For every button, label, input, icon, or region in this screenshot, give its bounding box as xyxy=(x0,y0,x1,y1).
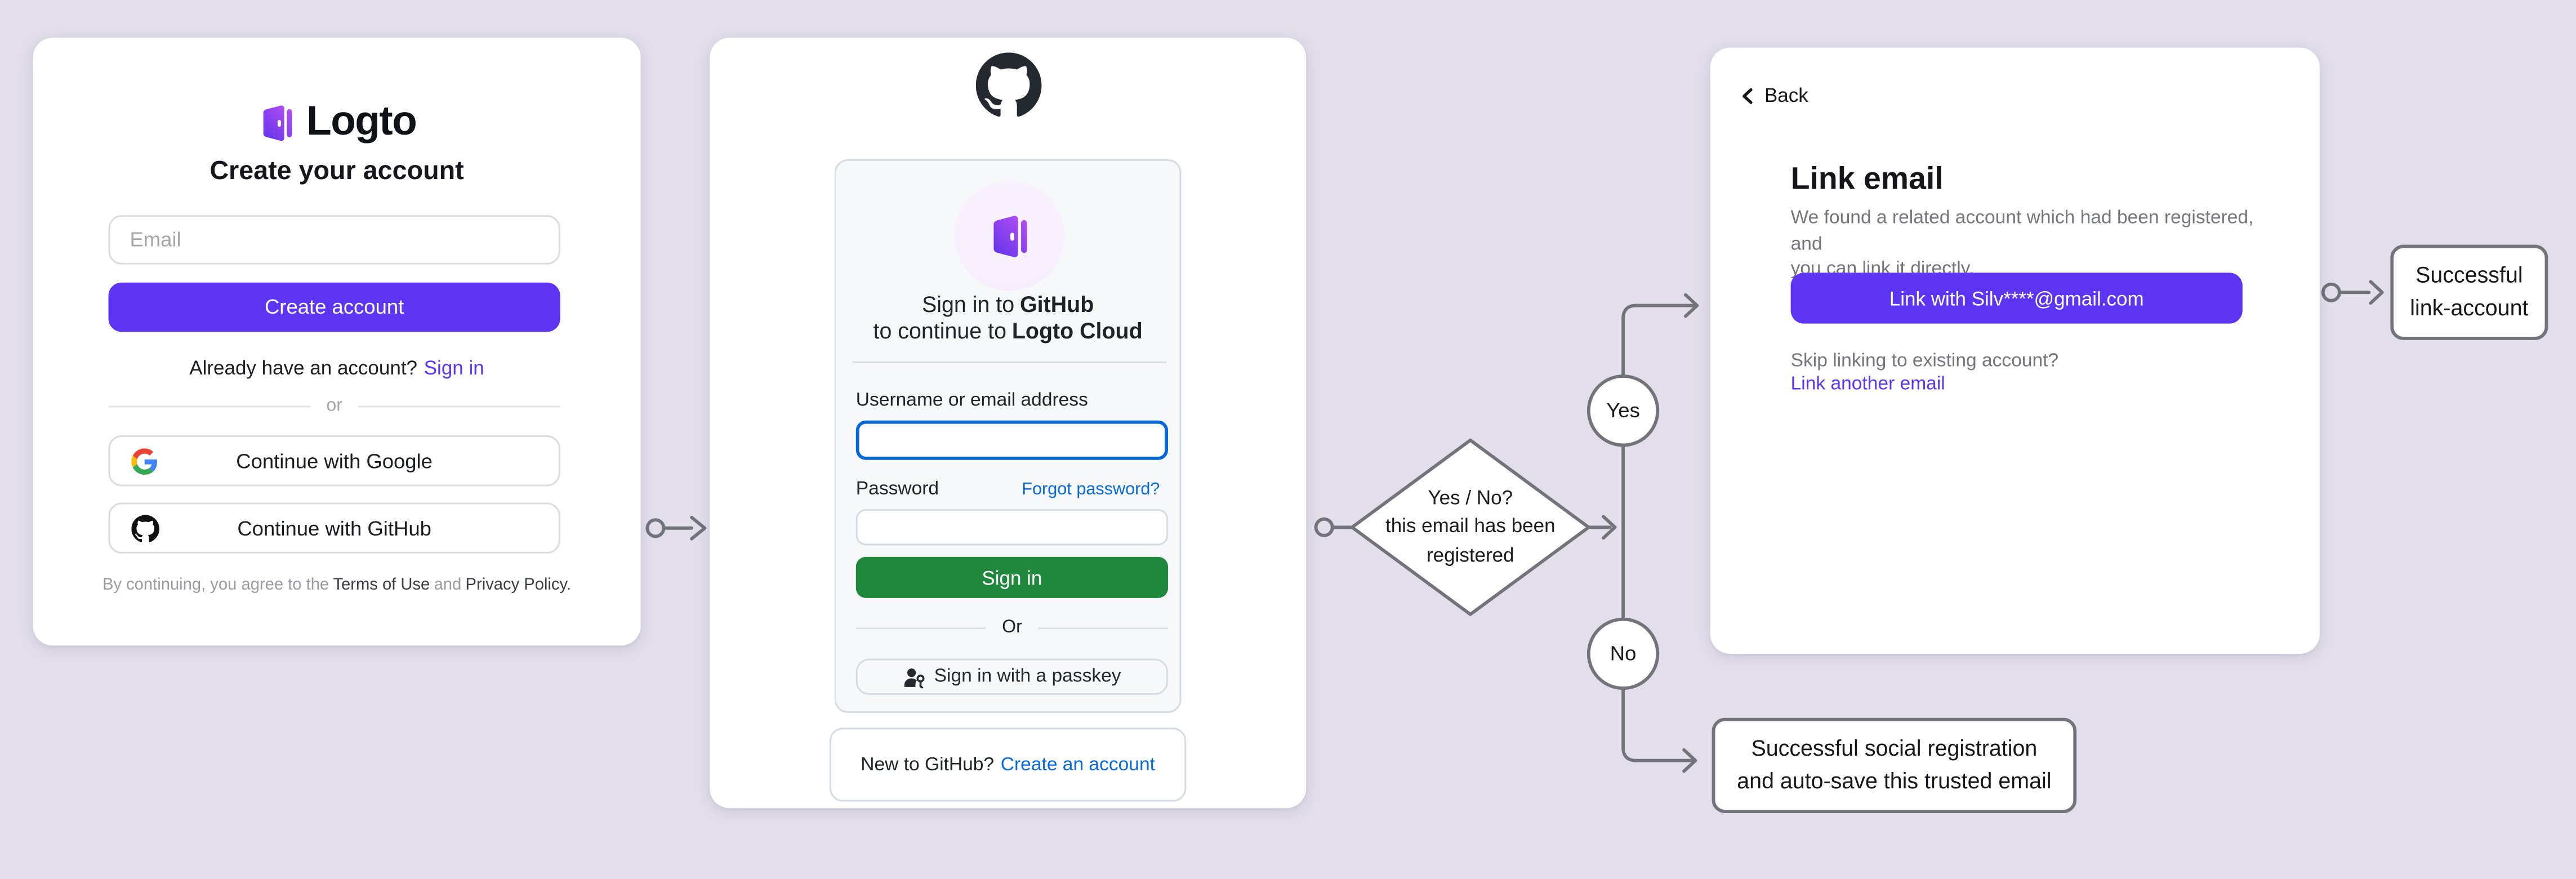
connector-start-dot xyxy=(645,518,666,538)
outcome-social-registration: Successful social registration and auto-… xyxy=(1712,717,2077,813)
password-input[interactable] xyxy=(855,509,1169,546)
connector-signup-to-github xyxy=(645,515,707,541)
github-logo-icon xyxy=(710,52,1306,118)
google-button-label: Continue with Google xyxy=(236,449,433,472)
outcome-line2: and auto-save this trusted email xyxy=(1737,769,2052,793)
heading-prefix: to continue to xyxy=(873,318,1006,343)
privacy-policy-link[interactable]: Privacy Policy. xyxy=(465,576,572,595)
connector-start-dot xyxy=(1314,517,1334,537)
terms-of-use-link[interactable]: Terms of Use xyxy=(333,576,430,595)
github-sign-in-button[interactable]: Sign in xyxy=(855,556,1169,598)
decision-label: Yes / No? this email has been registered xyxy=(1352,444,1589,612)
create-account-button[interactable]: Create account xyxy=(108,282,560,332)
heading-github: GitHub xyxy=(1020,292,1094,317)
arrowhead-icon xyxy=(1602,515,1617,540)
terms-and: and xyxy=(434,576,462,595)
decision-line1: Yes / No? xyxy=(1428,486,1513,510)
continue-with-google-button[interactable]: Continue with Google xyxy=(108,435,560,487)
card-divider xyxy=(852,361,1167,363)
back-button[interactable]: Back xyxy=(1740,84,1808,107)
create-an-account-link[interactable]: Create an account xyxy=(1000,755,1155,775)
no-node: No xyxy=(1586,617,1660,690)
yes-node: Yes xyxy=(1586,374,1660,447)
outcome-link-account: Successful link-account xyxy=(2390,244,2548,340)
arrowhead-icon xyxy=(1682,748,1697,773)
passkey-button-label: Sign in with a passkey xyxy=(934,667,1121,687)
github-button-label: Continue with GitHub xyxy=(237,516,431,540)
link-email-panel: Back Link email We found a related accou… xyxy=(1710,47,2320,654)
logto-door-icon xyxy=(987,213,1033,259)
sign-in-link[interactable]: Sign in xyxy=(424,356,484,380)
branch-trunk-line xyxy=(1621,304,1696,762)
forgot-password-link[interactable]: Forgot password? xyxy=(1022,479,1160,499)
link-with-email-button[interactable]: Link with Silv****@gmail.com xyxy=(1790,273,2243,324)
link-another-email-link[interactable]: Link another email xyxy=(1790,374,1945,395)
or-divider: or xyxy=(109,396,560,416)
logto-app-avatar xyxy=(954,180,1065,291)
arrowhead-icon xyxy=(1684,293,1699,318)
terms-prefix: By continuing, you agree to the xyxy=(102,576,329,595)
arrowhead-icon xyxy=(2369,280,2384,305)
new-to-github-text: New to GitHub? xyxy=(861,755,995,775)
username-label: Username or email address xyxy=(855,391,1088,411)
link-email-description: We found a related account which had bee… xyxy=(1791,207,2259,284)
signup-panel: Logto Create your account Create account… xyxy=(33,38,641,646)
description-line1: We found a related account which had bee… xyxy=(1790,208,2254,254)
connector-github-to-decision xyxy=(1314,517,1352,537)
github-or-divider: Or xyxy=(856,618,1168,637)
username-input[interactable] xyxy=(855,420,1169,460)
outcome-line1: Successful social registration xyxy=(1751,735,2038,760)
continue-with-github-button[interactable]: Continue with GitHub xyxy=(108,502,560,554)
logto-door-icon xyxy=(257,102,297,142)
logto-logo-text: Logto xyxy=(306,99,417,145)
connector-decision-to-branches xyxy=(1586,293,1699,773)
connector-start-dot xyxy=(2321,282,2341,302)
google-icon xyxy=(131,447,158,474)
logto-logo: Logto xyxy=(33,99,640,146)
skip-linking-text: Skip linking to existing account? xyxy=(1790,351,2059,372)
outcome-line2: link-account xyxy=(2410,296,2529,320)
passkey-button[interactable]: Sign in with a passkey xyxy=(855,658,1169,695)
arrowhead-icon xyxy=(690,515,707,541)
decision-line3: registered xyxy=(1426,543,1514,566)
connector-linkemail-to-success xyxy=(2321,280,2384,305)
decision-line2: this email has been xyxy=(1385,514,1556,538)
chevron-left-icon xyxy=(1740,86,1756,104)
or-divider-label: Or xyxy=(1002,617,1022,637)
heading-logto-cloud: Logto Cloud xyxy=(1011,318,1143,343)
passkey-icon xyxy=(903,666,924,688)
new-to-github-box: New to GitHub?Create an account xyxy=(830,728,1187,802)
link-email-title: Link email xyxy=(1790,162,1944,198)
email-input[interactable] xyxy=(108,215,560,265)
back-label: Back xyxy=(1764,83,1808,107)
password-label: Password xyxy=(855,479,939,499)
outcome-line1: Successful xyxy=(2415,262,2523,287)
heading-prefix: Sign in to xyxy=(921,292,1015,317)
have-account-text: Already have an account? xyxy=(189,356,418,380)
signup-title: Create your account xyxy=(210,158,464,186)
github-icon xyxy=(131,514,159,542)
have-account-row: Already have an account?Sign in xyxy=(33,356,640,380)
or-divider-label: or xyxy=(326,396,342,416)
